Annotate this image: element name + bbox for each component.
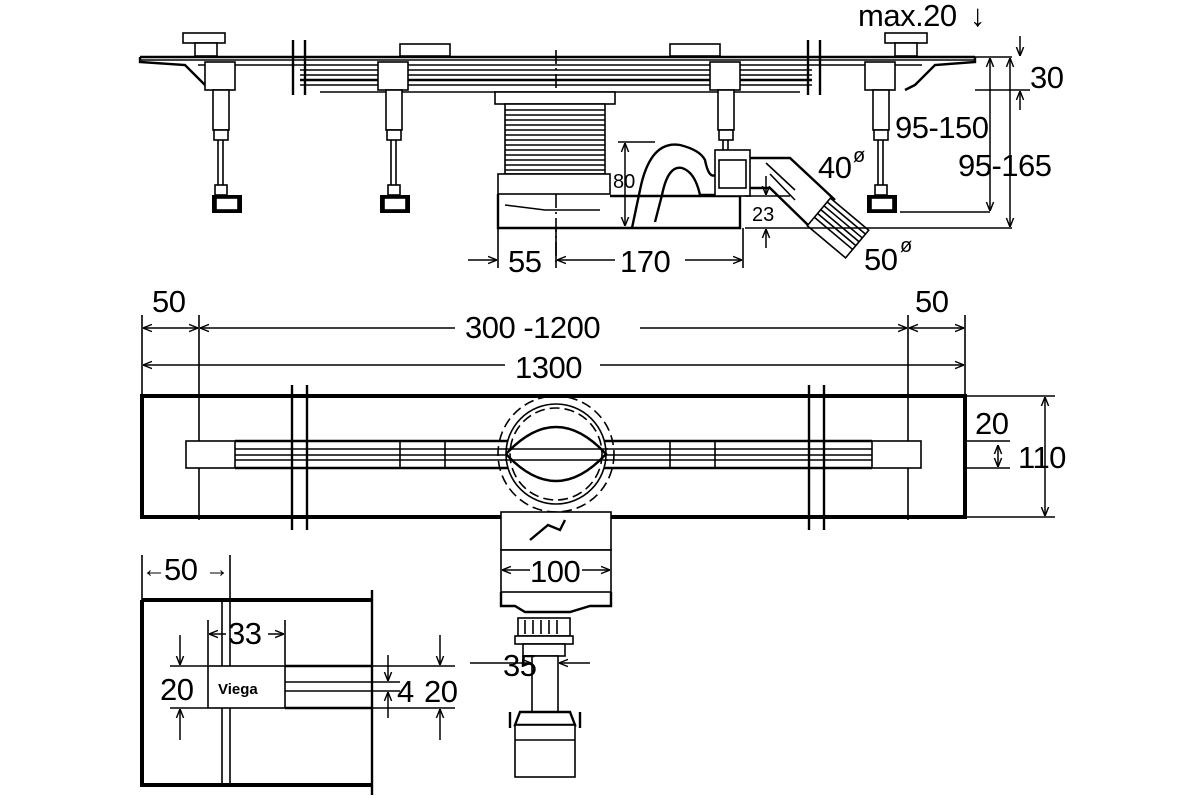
dim-4: 4	[397, 674, 414, 709]
arrow-right-icon: →	[205, 556, 229, 583]
dim-95-165: 95-165	[958, 148, 1052, 183]
dim-170: 170	[620, 244, 670, 279]
dim-50-left: 50	[152, 284, 186, 319]
detail-view: ← 50 → 33 Viega 20 4 20	[140, 552, 458, 795]
dim-50-right: 50	[915, 284, 949, 319]
arrow-down-icon: ↓	[970, 0, 985, 33]
dim-50-pipe: 50	[864, 242, 898, 277]
leg-3	[709, 61, 741, 150]
dim-23: 23	[752, 204, 774, 226]
dim-55: 55	[508, 244, 541, 279]
dim-300-1200: 300 -1200	[465, 310, 600, 345]
dim-80: 80	[613, 171, 635, 193]
viega-logo: Viega	[218, 681, 258, 698]
side-view: max.20 ↓ 30 95-150 95-165 80 40 ø 23 50 …	[138, 0, 1064, 279]
dim-35: 35	[503, 648, 536, 683]
top-view: 50 300 -1200 50 1300	[140, 284, 1067, 530]
dim-100: 100	[530, 554, 580, 589]
dim-20-detail-left: 20	[160, 672, 194, 707]
diameter-icon: ø	[900, 235, 912, 257]
dim-1300: 1300	[515, 350, 582, 385]
leg-4	[864, 61, 897, 213]
dim-max-20: max.20	[858, 0, 957, 33]
dim-30: 30	[1030, 60, 1064, 95]
dim-50-detail: 50	[164, 552, 198, 587]
drain-outlet-view: 100 35	[470, 511, 613, 778]
dim-40: 40	[818, 150, 852, 185]
leg-1	[204, 61, 242, 213]
arrow-left-icon: ←	[142, 556, 166, 583]
dim-20-right: 20	[975, 406, 1009, 441]
dim-33: 33	[228, 616, 261, 651]
leg-2	[377, 61, 410, 213]
diameter-icon: ø	[853, 145, 865, 167]
dim-110: 110	[1018, 440, 1066, 475]
dim-95-150: 95-150	[895, 110, 989, 145]
dim-20-detail-right: 20	[424, 674, 458, 709]
drain-body	[494, 91, 742, 230]
